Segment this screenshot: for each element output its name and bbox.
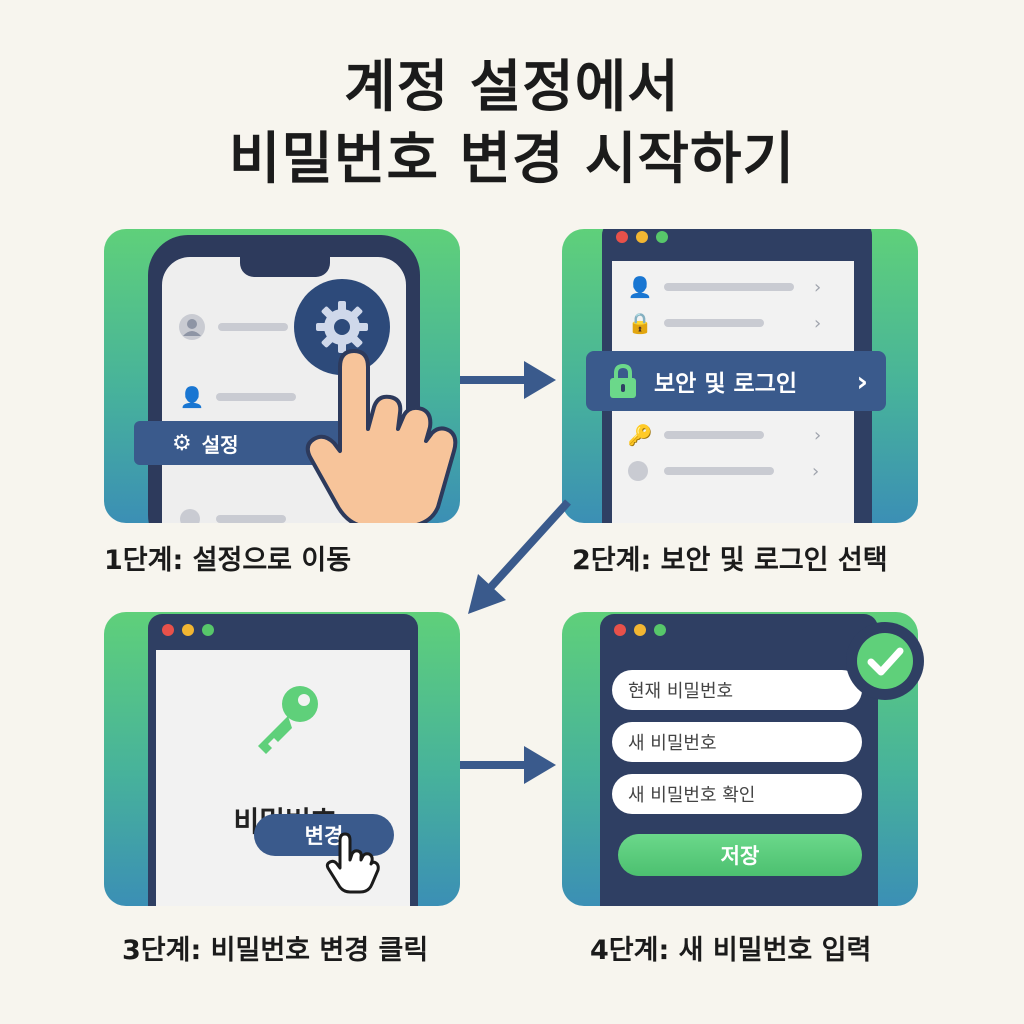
lock-icon	[610, 363, 636, 398]
person-icon: 👤	[179, 385, 205, 409]
maximize-dot[interactable]	[654, 624, 666, 636]
current-password-field[interactable]: 현재 비밀번호	[612, 670, 862, 710]
title-line-1: 계정 설정에서	[344, 55, 680, 120]
placeholder-bar	[216, 515, 286, 523]
security-login-label: 보안 및 로그인	[654, 371, 797, 397]
avatar-icon	[179, 314, 205, 340]
settings-label: 설정	[201, 432, 239, 457]
window-controls	[162, 624, 214, 636]
current-password-placeholder: 현재 비밀번호	[628, 681, 734, 702]
arrow-right-2	[460, 746, 556, 784]
hand-pointer-icon	[325, 832, 380, 894]
lock-icon: 🔒	[627, 311, 653, 335]
key-icon	[258, 686, 318, 754]
change-button[interactable]: 변경	[254, 814, 394, 856]
circle-icon	[628, 461, 648, 481]
circle-icon	[180, 509, 200, 523]
new-password-field[interactable]: 새 비밀번호	[612, 722, 862, 762]
chevron-right-icon: ›	[812, 460, 820, 482]
step-2-panel: 👤 › 🔒 › 🔑 › ›	[562, 229, 918, 523]
settings-gear-button[interactable]	[294, 279, 390, 375]
new-password-placeholder: 새 비밀번호	[628, 733, 717, 754]
maximize-dot[interactable]	[202, 624, 214, 636]
confirm-password-field[interactable]: 새 비밀번호 확인	[612, 774, 862, 814]
step-2-caption: 2단계: 보안 및 로그인 선택	[572, 545, 888, 576]
key-icon: 🔑	[627, 423, 653, 447]
save-button-label: 저장	[720, 844, 760, 868]
gear-icon	[316, 301, 368, 353]
close-dot[interactable]	[616, 231, 628, 243]
list-item[interactable]	[178, 313, 288, 341]
arrow-right-1	[460, 361, 556, 399]
save-button[interactable]: 저장	[618, 834, 862, 876]
success-badge	[846, 622, 924, 700]
security-login-menu-item[interactable]: 보안 및 로그인 ›	[586, 351, 886, 411]
placeholder-bar	[664, 467, 774, 475]
chevron-right-icon: ›	[814, 312, 822, 334]
change-button-label: 변경	[304, 824, 344, 848]
gear-icon: ⚙	[172, 430, 192, 456]
page-title: 계정 설정에서 비밀번호 변경 시작하기	[0, 52, 1024, 196]
close-dot[interactable]	[162, 624, 174, 636]
hand-pointer-icon	[305, 349, 458, 523]
chevron-right-icon: ›	[856, 364, 868, 398]
placeholder-bar	[216, 393, 296, 401]
step-4-caption: 4단계: 새 비밀번호 입력	[590, 935, 872, 966]
list-item[interactable]: 👤 ›	[626, 275, 822, 299]
chevron-right-icon: ›	[814, 424, 822, 446]
list-item[interactable]: ›	[626, 459, 819, 483]
minimize-dot[interactable]	[636, 231, 648, 243]
person-icon: 👤	[627, 275, 653, 299]
step-3-panel: 비밀번호 변경	[104, 612, 460, 906]
confirm-password-placeholder: 새 비밀번호 확인	[628, 785, 756, 806]
list-item[interactable]: 🔑 ›	[626, 423, 822, 447]
maximize-dot[interactable]	[656, 231, 668, 243]
list-item[interactable]: 👤	[178, 385, 296, 409]
title-line-2: 비밀번호 변경 시작하기	[228, 127, 796, 192]
step-4-panel: 현재 비밀번호 새 비밀번호 새 비밀번호 확인 저장	[562, 612, 918, 906]
minimize-dot[interactable]	[634, 624, 646, 636]
placeholder-bar	[664, 283, 794, 291]
minimize-dot[interactable]	[182, 624, 194, 636]
checkmark-icon	[857, 633, 913, 689]
list-item[interactable]	[178, 507, 286, 523]
chevron-right-icon: ›	[814, 276, 822, 298]
list-item[interactable]: 🔒 ›	[626, 311, 822, 335]
arrow-diagonal	[468, 499, 571, 614]
step-3-caption: 3단계: 비밀번호 변경 클릭	[122, 935, 429, 966]
step-1-panel: 👤 ✎	[104, 229, 460, 523]
placeholder-bar	[664, 431, 764, 439]
browser-window: 비밀번호 변경	[148, 614, 418, 906]
window-controls	[614, 624, 666, 636]
window-controls	[616, 231, 668, 243]
close-dot[interactable]	[614, 624, 626, 636]
phone-notch	[240, 257, 330, 277]
step-1-caption: 1단계: 설정으로 이동	[104, 545, 352, 576]
placeholder-bar	[218, 323, 288, 331]
placeholder-bar	[664, 319, 764, 327]
